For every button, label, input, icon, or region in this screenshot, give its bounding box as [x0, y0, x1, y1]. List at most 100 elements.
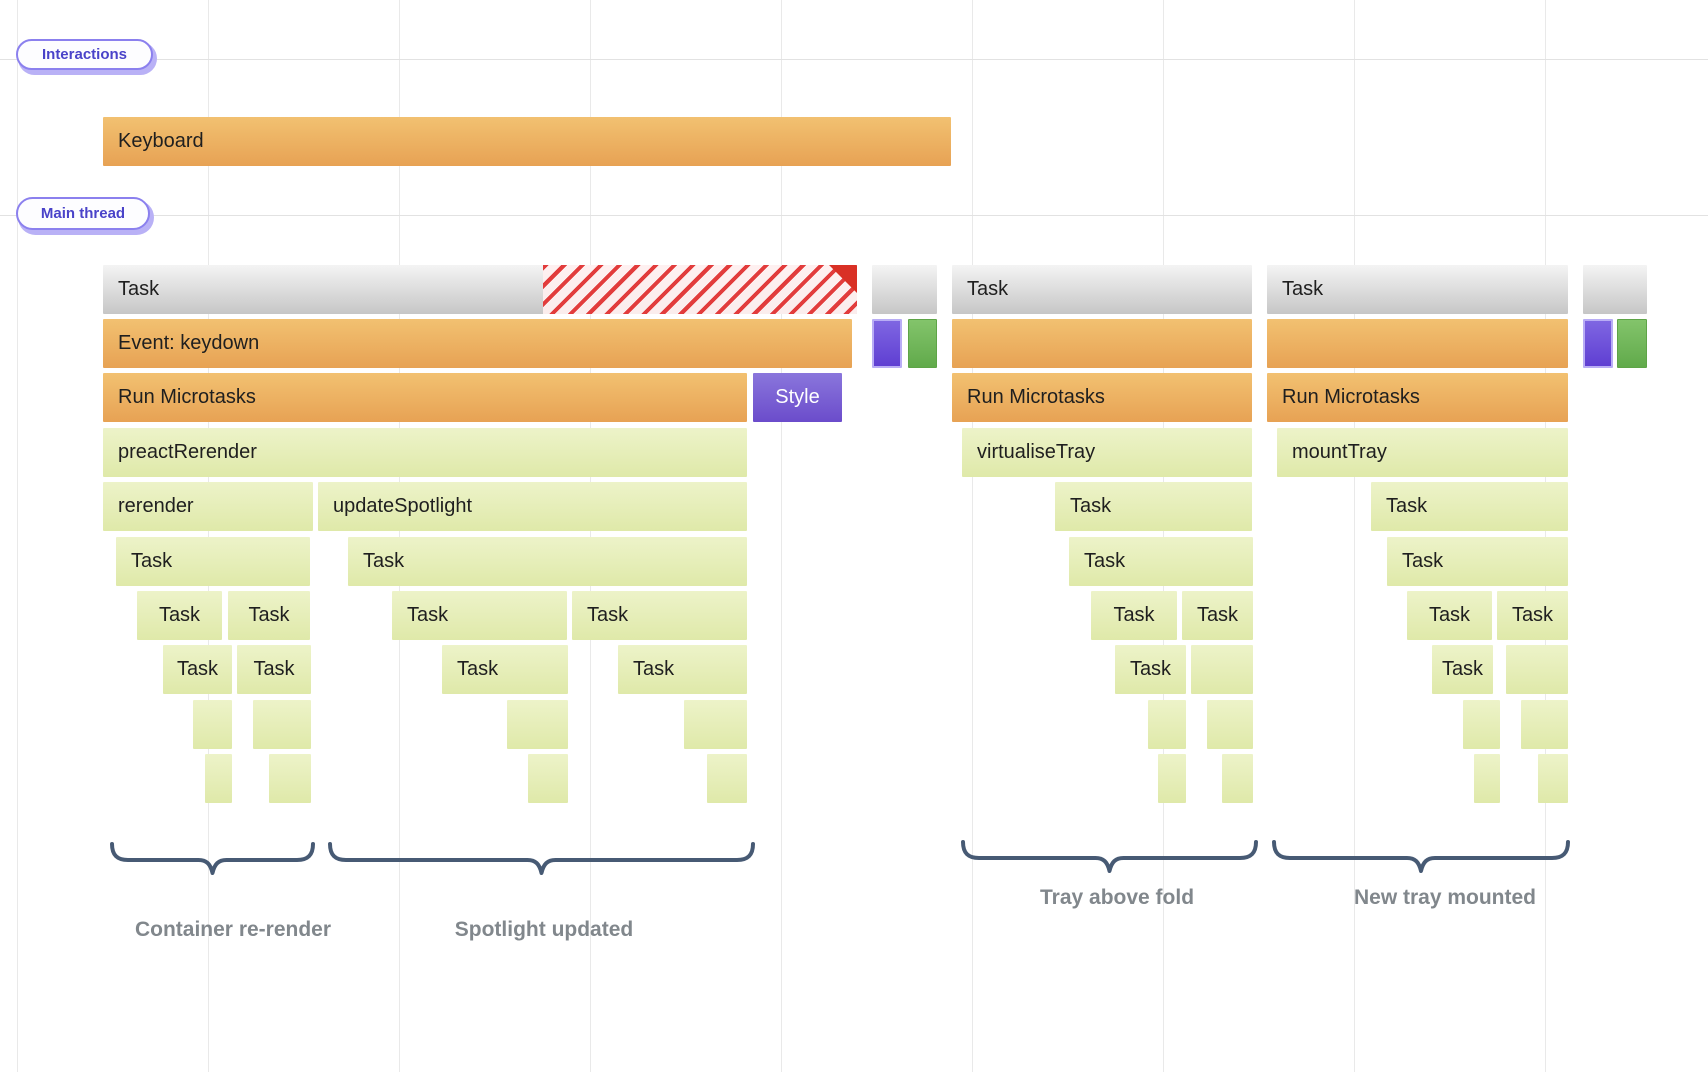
- flame-bar-task[interactable]: Task: [348, 537, 747, 586]
- flame-bar-run-microtasks[interactable]: Run Microtasks: [1267, 373, 1568, 422]
- flame-bar-label: Task: [1196, 604, 1239, 626]
- flame-bar-label: Style: [775, 386, 820, 408]
- flame-bar-task[interactable]: Task: [163, 645, 232, 694]
- flame-bar-task[interactable]: Task: [116, 537, 310, 586]
- flame-bar-task[interactable]: Task: [137, 591, 222, 640]
- flame-bar-block[interactable]: [872, 265, 937, 314]
- flame-bar-run-microtasks[interactable]: Run Microtasks: [103, 373, 747, 422]
- grid-vline: [1545, 0, 1546, 1072]
- flame-bar-preactrerender[interactable]: preactRerender: [103, 428, 747, 477]
- flame-bar-task[interactable]: Task: [1115, 645, 1186, 694]
- flame-bar-block[interactable]: [1463, 700, 1500, 749]
- annotation-label-new-tray-mounted: New tray mounted: [1353, 886, 1537, 909]
- grid-vline: [972, 0, 973, 1072]
- flame-bar-task[interactable]: Task: [618, 645, 747, 694]
- flame-bar-label: Task: [1113, 604, 1155, 626]
- flame-bar-task[interactable]: Task: [228, 591, 310, 640]
- flame-bar-label: Run Microtasks: [967, 386, 1105, 408]
- flame-bar-task[interactable]: Task: [1055, 482, 1252, 531]
- flame-bar-block[interactable]: [707, 754, 747, 803]
- flame-bar-keyboard[interactable]: Keyboard: [103, 117, 951, 166]
- flame-bar-run-microtasks[interactable]: Run Microtasks: [952, 373, 1252, 422]
- flame-bar-label: Task: [1084, 550, 1126, 572]
- flame-bar-label: Task: [1402, 550, 1444, 572]
- flame-bar-task[interactable]: Task: [1182, 591, 1253, 640]
- flame-bar-block[interactable]: [1521, 700, 1568, 749]
- flame-bar-label: Task: [158, 604, 201, 626]
- track-pill-main-thread-label: Main thread: [40, 205, 126, 222]
- flame-bar-task[interactable]: Task: [1069, 537, 1253, 586]
- flame-bar-label: Task: [131, 550, 173, 572]
- flame-bar-label: preactRerender: [118, 441, 257, 463]
- flame-bar-block[interactable]: [1207, 700, 1253, 749]
- flame-bar-style[interactable]: Style: [753, 373, 842, 422]
- flame-bar-block[interactable]: [952, 319, 1252, 368]
- flame-bar-block[interactable]: [1506, 645, 1568, 694]
- flame-bar-block[interactable]: [1538, 754, 1568, 803]
- flame-bar-block[interactable]: [1222, 754, 1253, 803]
- flame-bar-block[interactable]: [1474, 754, 1500, 803]
- flame-bar-task[interactable]: Task: [1387, 537, 1568, 586]
- flame-bar-task[interactable]: Task: [1497, 591, 1568, 640]
- flame-bar-block[interactable]: [1583, 319, 1613, 368]
- annotation-label-spotlight-updated: Spotlight updated: [454, 918, 634, 941]
- annotation-brace: [328, 842, 755, 875]
- flame-bar-task[interactable]: Task: [392, 591, 567, 640]
- flame-bar-block[interactable]: [872, 319, 902, 368]
- annotation-brace: [110, 842, 315, 875]
- flame-bar-label: mountTray: [1292, 441, 1387, 463]
- flame-bar-block[interactable]: [193, 700, 232, 749]
- flame-bar-event-keydown[interactable]: Event: keydown: [103, 319, 852, 368]
- flame-bar-label: Task: [633, 658, 675, 680]
- grid-vline: [1354, 0, 1355, 1072]
- annotation-brace: [961, 840, 1258, 873]
- grid-hline: [0, 59, 1708, 60]
- flame-bar-task[interactable]: Task: [1267, 265, 1568, 314]
- flame-bar-label: Task: [248, 604, 290, 626]
- track-pill-interactions[interactable]: Interactions: [16, 39, 153, 70]
- flame-bar-block[interactable]: [1583, 265, 1647, 314]
- flame-bar-label: Run Microtasks: [118, 386, 256, 408]
- flame-bar-task[interactable]: Task: [1432, 645, 1493, 694]
- flame-bar-label: Task: [967, 278, 1009, 300]
- flame-bar-task[interactable]: Task: [1091, 591, 1177, 640]
- flame-bar-block[interactable]: [269, 754, 311, 803]
- flame-bar-block[interactable]: [908, 319, 937, 368]
- flame-bar-task[interactable]: Task: [442, 645, 568, 694]
- flame-bar-label: Task: [1386, 495, 1428, 517]
- flame-bar-rerender[interactable]: rerender: [103, 482, 313, 531]
- flame-bar-block[interactable]: [507, 700, 568, 749]
- flame-bar-block[interactable]: [1191, 645, 1253, 694]
- flame-bar-label: Event: keydown: [118, 332, 260, 354]
- flame-bar-label: Task: [1282, 278, 1324, 300]
- flame-bar-block[interactable]: [253, 700, 311, 749]
- long-task-hatch-overlay: [543, 265, 857, 314]
- flame-bar-task[interactable]: Task: [952, 265, 1252, 314]
- flame-bar-label: Task: [363, 550, 405, 572]
- flame-bar-block[interactable]: [1158, 754, 1186, 803]
- flame-bar-block[interactable]: [205, 754, 232, 803]
- flame-bar-task[interactable]: Task: [572, 591, 747, 640]
- flame-bar-task[interactable]: Task: [1407, 591, 1492, 640]
- flame-bar-task[interactable]: Task: [103, 265, 857, 314]
- flame-bar-updatespotlight[interactable]: updateSpotlight: [318, 482, 747, 531]
- flame-bar-mounttray[interactable]: mountTray: [1277, 428, 1568, 477]
- grid-hline: [0, 215, 1708, 216]
- flame-bar-task[interactable]: Task: [237, 645, 311, 694]
- grid-vline: [1163, 0, 1164, 1072]
- grid-vline: [208, 0, 209, 1072]
- flame-bar-label: Task: [176, 658, 219, 680]
- flame-bar-block[interactable]: [684, 700, 747, 749]
- flame-bar-block[interactable]: [1148, 700, 1186, 749]
- grid-vline: [399, 0, 400, 1072]
- flame-bar-block[interactable]: [1617, 319, 1647, 368]
- flame-bar-block[interactable]: [1267, 319, 1568, 368]
- flame-bar-block[interactable]: [528, 754, 568, 803]
- flame-bar-label: Task: [1511, 604, 1554, 626]
- track-pill-main-thread[interactable]: Main thread: [16, 197, 150, 230]
- grid-vline: [781, 0, 782, 1072]
- grid-vline: [17, 0, 18, 1072]
- flame-bar-virtualisetray[interactable]: virtualiseTray: [962, 428, 1252, 477]
- flame-bar-label: Task: [457, 658, 499, 680]
- flame-bar-task[interactable]: Task: [1371, 482, 1568, 531]
